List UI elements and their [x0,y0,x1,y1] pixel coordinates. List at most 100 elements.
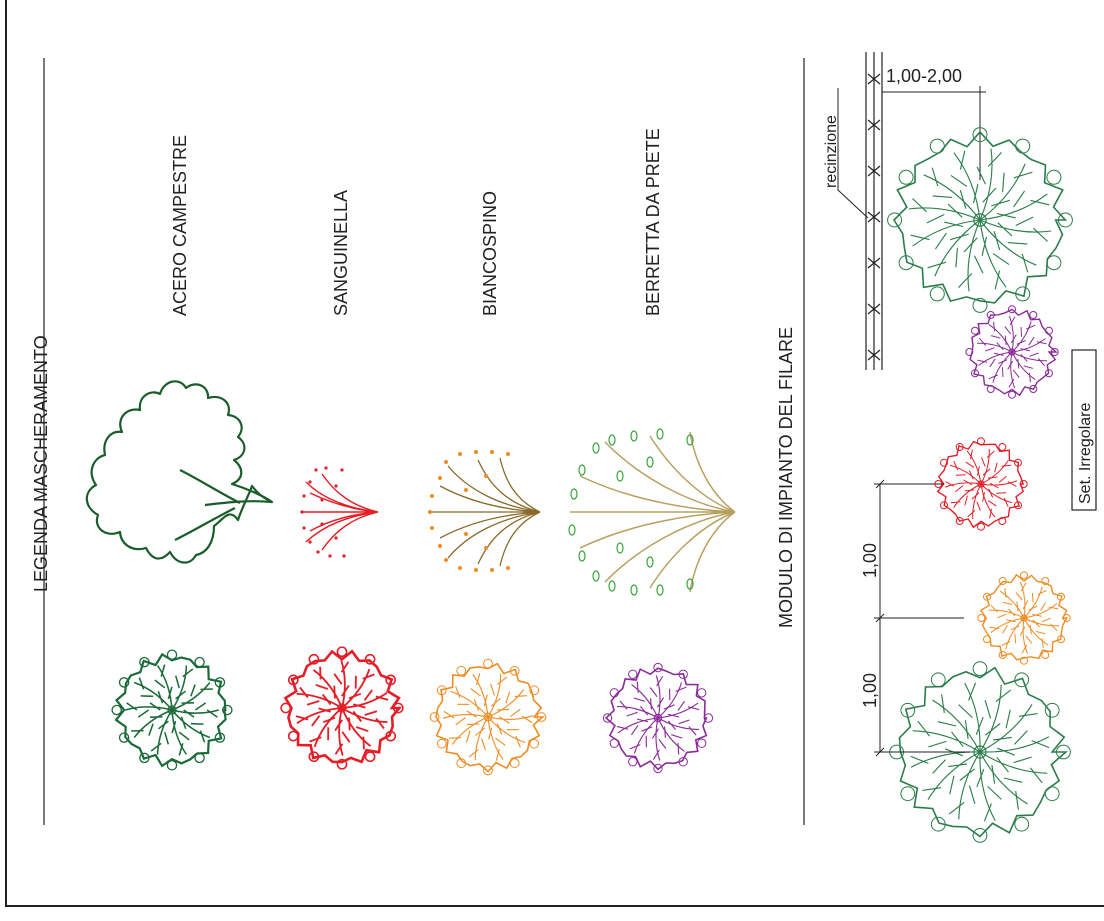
canopy-branch [657,700,700,719]
canopy-bump [364,751,376,763]
canopy-bump [986,385,995,393]
canopy-branch [944,479,982,493]
canopy-branch [334,707,351,756]
canopy-branch [1011,351,1036,383]
canopy-bump [900,786,916,802]
canopy-branch [948,751,981,820]
canopy-bump [1045,326,1053,335]
canopy-branch [979,219,1037,273]
module-berretta [965,305,1059,399]
canopy-bump [998,577,1007,585]
canopy-bump [929,138,945,154]
canopy-bump [971,326,979,335]
sanguinella-plan-symbol [280,646,404,770]
canopy-branch [333,660,350,709]
canopy-bump [287,730,299,742]
canopy-bump [977,437,985,446]
canopy-bump [1008,305,1016,314]
canopy-bump [1062,614,1071,622]
canopy-branch [979,190,1050,221]
canopy-branch [1007,351,1020,389]
canopy-branch [150,709,173,755]
canopy-branch [649,675,665,719]
canopy-branch [131,709,173,738]
set-label-box [1071,349,1097,511]
canopy-bump [1020,571,1028,580]
canopy-outline [969,308,1058,397]
canopy-bump [998,443,1007,451]
canopy-branch [487,708,534,724]
canopy-bump [653,763,663,774]
canopy-bump [1029,385,1038,393]
canopy-branch [988,321,1013,353]
legend-title: LEGENDA MASCHERAMENTO [31,335,51,592]
canopy-branch [979,730,1050,756]
canopy-bump [280,702,292,714]
set-label: Set. Irregolare [1077,403,1094,504]
canopy-bump [977,614,986,622]
canopy-bump [385,730,397,742]
canopy-bump [983,592,991,601]
canopy-branch [341,707,388,730]
canopy-branch [125,702,173,718]
canopy-branch [908,198,981,224]
canopy-branch [979,684,1012,753]
canopy-bump [1019,480,1028,488]
canopy-bump [628,669,638,679]
canopy-bump [983,635,991,644]
canopy-bump [697,688,707,698]
canopy-bump [287,674,299,686]
canopy-bump [1015,138,1031,154]
canopy-center [1020,614,1028,622]
canopy-bump [602,713,613,723]
canopy-branch [980,448,995,485]
canopy-bump [972,661,988,676]
canopy-branch [979,216,1052,242]
species-label-biancospino: BIANCOSPINO [480,191,500,316]
canopy-branch [950,150,981,221]
canopy-branch [616,700,659,719]
canopy-branch [616,717,659,736]
canopy-bump [1057,212,1073,228]
canopy-bump [1014,458,1022,467]
canopy-bump [977,522,985,531]
canopy-bump [139,656,150,668]
module-acero-bottom [889,661,1071,843]
canopy-center [973,213,987,227]
canopy-bump [1044,786,1060,802]
canopy-bump [697,738,707,748]
canopy-branch [1023,586,1047,619]
canopy-branch [1023,602,1059,619]
canopy-bump [139,752,150,764]
canopy-branch [1011,336,1047,353]
canopy-outline [979,573,1068,661]
fence-label-leader [837,88,869,219]
fence [865,52,883,370]
canopy-branch [312,666,343,709]
canopy-branch [976,751,1002,822]
spacing-label-1: 1,00 [860,543,880,578]
canopy-branch [950,483,982,508]
spacing-dimension [874,479,970,757]
canopy-bump [436,685,447,696]
canopy-branch [295,707,343,727]
canopy-branch [976,148,1002,221]
canopy-bump [1029,311,1038,319]
canopy-branch [341,707,372,750]
canopy-branch [442,710,489,726]
canopy-bump [1056,744,1071,760]
canopy-bump [1041,577,1050,585]
canopy-branch [171,709,211,743]
canopy-branch [979,751,1028,810]
canopy-bump [118,677,130,688]
canopy-bump [529,685,540,696]
biancospino-elevation-symbol [428,450,541,572]
canopy-branch [979,751,1048,784]
canopy-branch [651,717,667,761]
canopy-branch [949,460,982,485]
canopy-bump [166,760,178,771]
canopy-branch [923,167,981,221]
canopy-branch [296,686,343,709]
canopy-branch [309,707,343,748]
